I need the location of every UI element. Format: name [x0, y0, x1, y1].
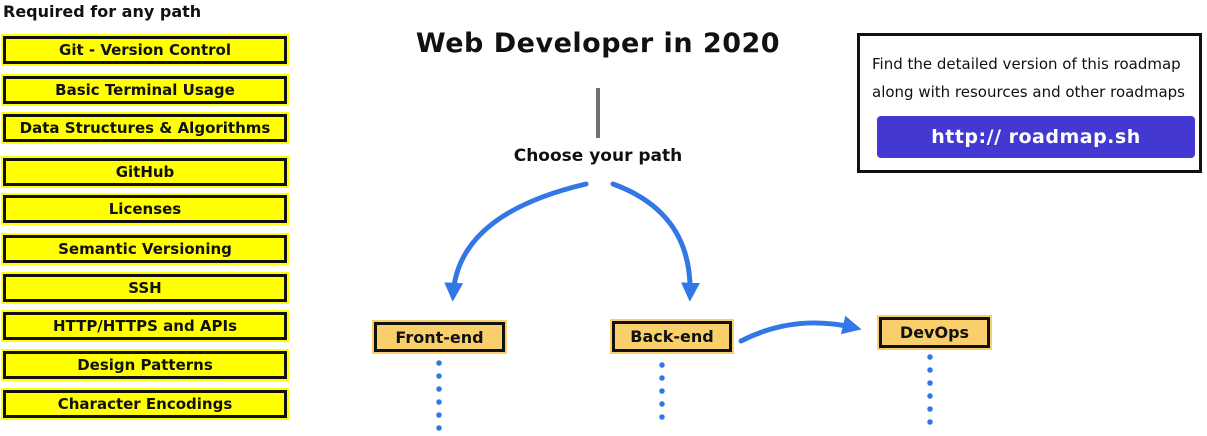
node-licenses[interactable]: Licenses — [1, 193, 289, 225]
node-basic-terminal-usage[interactable]: Basic Terminal Usage — [1, 74, 289, 106]
arrow-choose-to-backend-icon — [610, 181, 700, 302]
node-http-https-apis[interactable]: HTTP/HTTPS and APIs — [1, 310, 289, 342]
node-data-structures-algorithms[interactable]: Data Structures & Algorithms — [1, 112, 289, 144]
page-title: Web Developer in 2020 — [415, 28, 781, 59]
node-devops[interactable]: DevOps — [877, 315, 992, 350]
node-character-encodings[interactable]: Character Encodings — [1, 388, 289, 420]
node-semantic-versioning[interactable]: Semantic Versioning — [1, 233, 289, 265]
node-git-version-control[interactable]: Git - Version Control — [1, 34, 289, 66]
node-github[interactable]: GitHub — [1, 156, 289, 188]
required-section-heading: Required for any path — [3, 2, 202, 21]
arrow-backend-to-devops-icon — [738, 315, 862, 344]
info-box: Find the detailed version of this roadma… — [857, 33, 1202, 173]
node-backend[interactable]: Back-end — [610, 319, 734, 354]
node-ssh[interactable]: SSH — [1, 272, 289, 304]
node-design-patterns[interactable]: Design Patterns — [1, 349, 289, 381]
stem-line — [596, 88, 600, 138]
info-text-line1: Find the detailed version of this roadma… — [872, 55, 1181, 73]
roadmap-url-button[interactable]: http:// roadmap.sh — [877, 116, 1195, 158]
choose-your-path-label: Choose your path — [513, 146, 683, 166]
info-text-line2: along with resources and other roadmaps — [872, 83, 1185, 101]
arrow-choose-to-frontend-icon — [444, 181, 589, 302]
node-frontend[interactable]: Front-end — [372, 320, 507, 354]
